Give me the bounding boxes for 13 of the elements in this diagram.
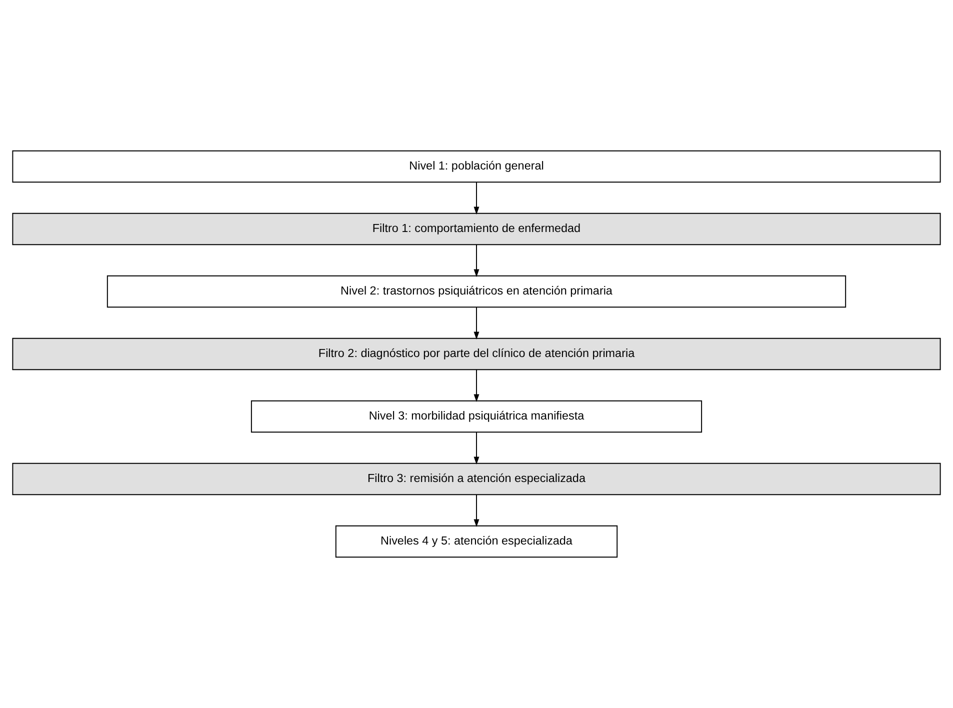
node-box: Filtro 2: diagnóstico por parte del clínico de atención primaria (12, 338, 941, 370)
arrow (474, 432, 480, 465)
arrow (474, 494, 480, 528)
arrow (474, 369, 480, 402)
arrow (474, 244, 480, 278)
node-box: Nivel 2: trastornos psiquiátricos en atención primaria (106, 275, 846, 308)
node-box: Filtro 3: remisión a atención especializada (12, 462, 941, 496)
node-box: Nivel 3: morbilidad psiquiátrica manifiesta (250, 400, 702, 433)
node-box: Filtro 1: comportamiento de enfermedad (12, 212, 941, 246)
arrow (474, 182, 480, 215)
node-box: Niveles 4 y 5: atención especializada (335, 525, 618, 558)
node-box: Nivel 1: población general (12, 150, 941, 183)
arrow (474, 306, 480, 340)
